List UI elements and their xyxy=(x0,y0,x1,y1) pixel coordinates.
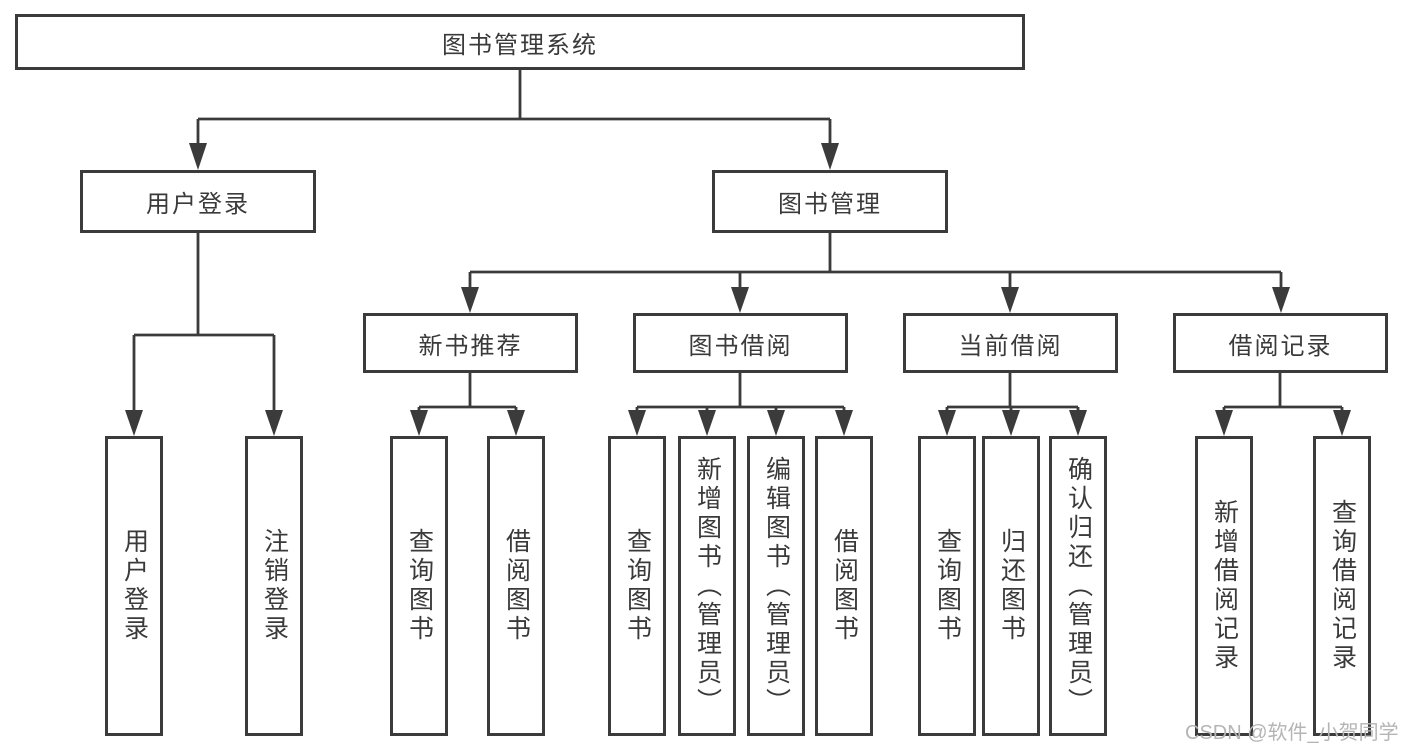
leaf-add-books-admin-label: 新增图书（管理员） xyxy=(693,455,722,717)
leaf-query-books-current: 查询图书 xyxy=(918,436,976,736)
leaf-edit-books-admin-label: 编辑图书（管理员） xyxy=(762,455,791,717)
node-book-management: 图书管理 xyxy=(712,170,948,233)
node-book-borrow-label: 图书借阅 xyxy=(688,332,793,360)
node-borrow-record: 借阅记录 xyxy=(1173,313,1388,373)
leaf-query-books-borrow-label: 查询图书 xyxy=(623,528,652,644)
leaf-return-books: 归还图书 xyxy=(982,436,1040,736)
leaf-query-borrow-record-label: 查询借阅记录 xyxy=(1328,499,1357,673)
leaf-add-borrow-record-label: 新增借阅记录 xyxy=(1210,499,1239,673)
leaf-query-books-borrow: 查询图书 xyxy=(608,436,666,736)
node-book-management-label: 图书管理 xyxy=(778,191,882,218)
node-new-book-recommend: 新书推荐 xyxy=(363,313,578,373)
node-user-login-label: 用户登录 xyxy=(146,191,250,218)
leaf-query-books-recommend: 查询图书 xyxy=(390,436,448,736)
node-new-book-recommend-label: 新书推荐 xyxy=(418,332,523,360)
leaf-borrow-books: 借阅图书 xyxy=(815,436,873,736)
leaf-borrow-books-label: 借阅图书 xyxy=(830,528,859,644)
leaf-query-books-current-label: 查询图书 xyxy=(933,528,962,644)
node-book-borrow: 图书借阅 xyxy=(633,313,848,373)
leaf-borrow-books-recommend-label: 借阅图书 xyxy=(502,528,531,644)
leaf-query-borrow-record: 查询借阅记录 xyxy=(1313,436,1371,736)
node-root-label: 图书管理系统 xyxy=(442,31,598,59)
leaf-query-books-recommend-label: 查询图书 xyxy=(405,528,434,644)
leaf-add-books-admin: 新增图书（管理员） xyxy=(678,436,736,736)
leaf-logout-login-label: 注销登录 xyxy=(260,528,289,644)
node-current-borrow-label: 当前借阅 xyxy=(958,332,1063,360)
leaf-borrow-books-recommend: 借阅图书 xyxy=(487,436,545,736)
leaf-logout-login: 注销登录 xyxy=(245,436,303,736)
leaf-confirm-return-admin-label: 确认归还（管理员） xyxy=(1064,455,1093,717)
csdn-watermark: CSDN @软件_小贺同学 xyxy=(1185,722,1399,744)
arrowhead-icons xyxy=(125,143,1351,436)
leaf-user-login: 用户登录 xyxy=(105,436,163,736)
leaf-add-borrow-record: 新增借阅记录 xyxy=(1195,436,1253,736)
leaf-user-login-label: 用户登录 xyxy=(120,528,149,644)
leaf-return-books-label: 归还图书 xyxy=(997,528,1026,644)
node-current-borrow: 当前借阅 xyxy=(903,313,1118,373)
leaf-edit-books-admin: 编辑图书（管理员） xyxy=(747,436,805,736)
node-borrow-record-label: 借阅记录 xyxy=(1228,332,1333,360)
node-user-login: 用户登录 xyxy=(80,170,316,233)
leaf-confirm-return-admin: 确认归还（管理员） xyxy=(1049,436,1107,736)
node-root: 图书管理系统 xyxy=(15,14,1025,70)
